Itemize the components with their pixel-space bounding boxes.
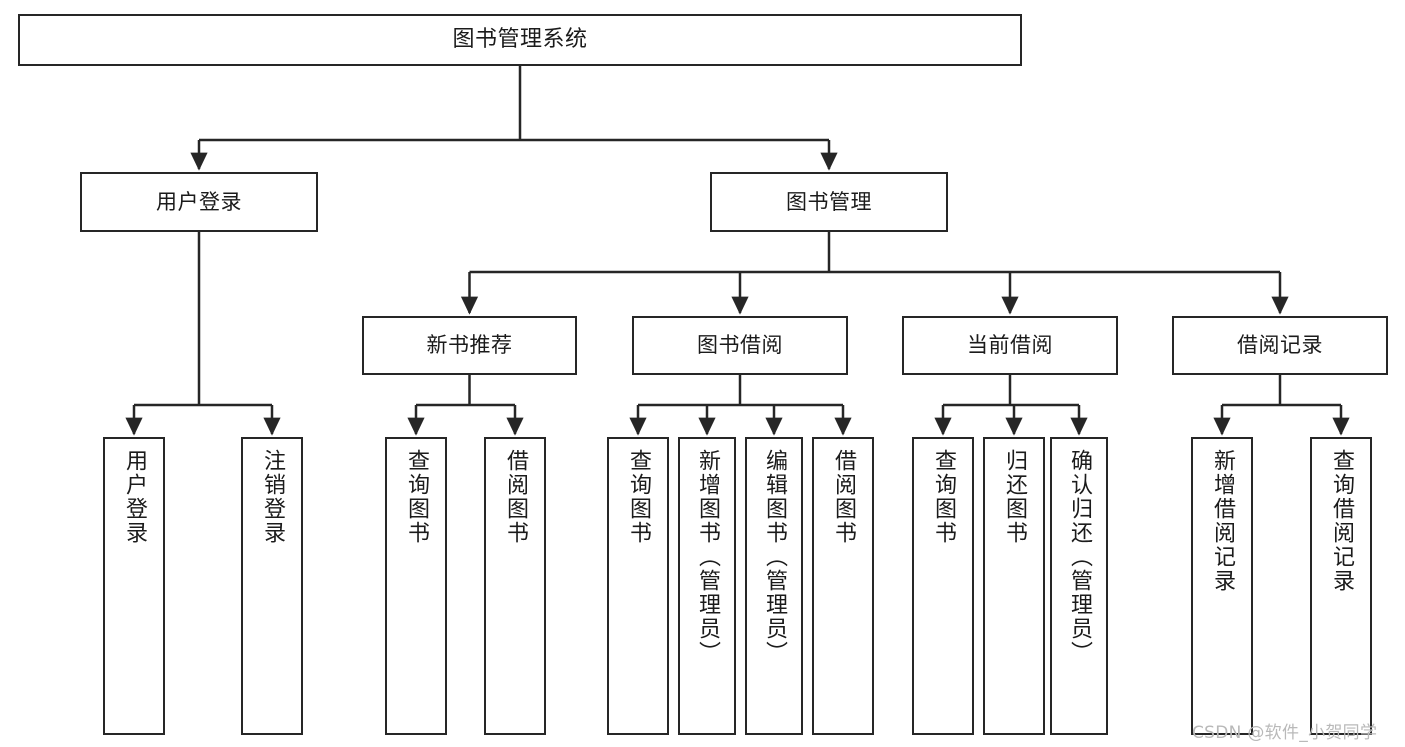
- leaf-node-4[interactable]: 查询图书: [607, 437, 669, 735]
- level3-node-2[interactable]: 当前借阅: [902, 316, 1118, 375]
- leaf-node-11[interactable]: 新增借阅记录: [1191, 437, 1253, 735]
- leaf-node-12[interactable]: 查询借阅记录: [1310, 437, 1372, 735]
- level3-node-label: 图书借阅: [697, 333, 783, 358]
- level3-node-label: 当前借阅: [967, 333, 1053, 358]
- leaf-node-label: 查询图书: [931, 449, 956, 545]
- level3-node-label: 借阅记录: [1237, 333, 1323, 358]
- level2-node-label: 图书管理: [786, 189, 872, 214]
- leaf-node-1[interactable]: 注销登录: [241, 437, 303, 735]
- leaf-node-2[interactable]: 查询图书: [385, 437, 447, 735]
- level3-node-3[interactable]: 借阅记录: [1172, 316, 1388, 375]
- leaf-node-label: 归还图书: [1002, 449, 1027, 545]
- leaf-node-label: 借阅图书: [503, 449, 528, 545]
- level3-node-1[interactable]: 图书借阅: [632, 316, 848, 375]
- level2-node-1[interactable]: 图书管理: [710, 172, 948, 232]
- leaf-node-label: 查询图书: [404, 449, 429, 545]
- root-node-0[interactable]: 图书管理系统: [18, 14, 1022, 66]
- level2-node-label: 用户登录: [156, 189, 242, 214]
- leaf-node-label: 新增借阅记录: [1210, 449, 1235, 593]
- csdn-watermark: CSDN @软件_小贺同学: [1192, 723, 1378, 743]
- level3-node-label: 新书推荐: [426, 333, 513, 358]
- leaf-node-label: 编辑图书（管理员）: [762, 449, 787, 665]
- leaf-node-6[interactable]: 编辑图书（管理员）: [745, 437, 803, 735]
- root-node-label: 图书管理系统: [452, 27, 588, 53]
- leaf-node-0[interactable]: 用户登录: [103, 437, 165, 735]
- leaf-node-label: 确认归还（管理员）: [1067, 449, 1092, 665]
- leaf-node-label: 注销登录: [260, 449, 285, 545]
- leaf-node-label: 用户登录: [122, 449, 147, 545]
- leaf-node-5[interactable]: 新增图书（管理员）: [678, 437, 736, 735]
- leaf-node-8[interactable]: 查询图书: [912, 437, 974, 735]
- level3-node-0[interactable]: 新书推荐: [362, 316, 577, 375]
- leaf-node-3[interactable]: 借阅图书: [484, 437, 546, 735]
- leaf-node-label: 查询图书: [626, 449, 651, 545]
- leaf-node-9[interactable]: 归还图书: [983, 437, 1045, 735]
- leaf-node-10[interactable]: 确认归还（管理员）: [1050, 437, 1108, 735]
- level2-node-0[interactable]: 用户登录: [80, 172, 318, 232]
- leaf-node-7[interactable]: 借阅图书: [812, 437, 874, 735]
- leaf-node-label: 借阅图书: [831, 449, 856, 545]
- leaf-node-label: 查询借阅记录: [1329, 449, 1354, 593]
- leaf-node-label: 新增图书（管理员）: [695, 449, 720, 665]
